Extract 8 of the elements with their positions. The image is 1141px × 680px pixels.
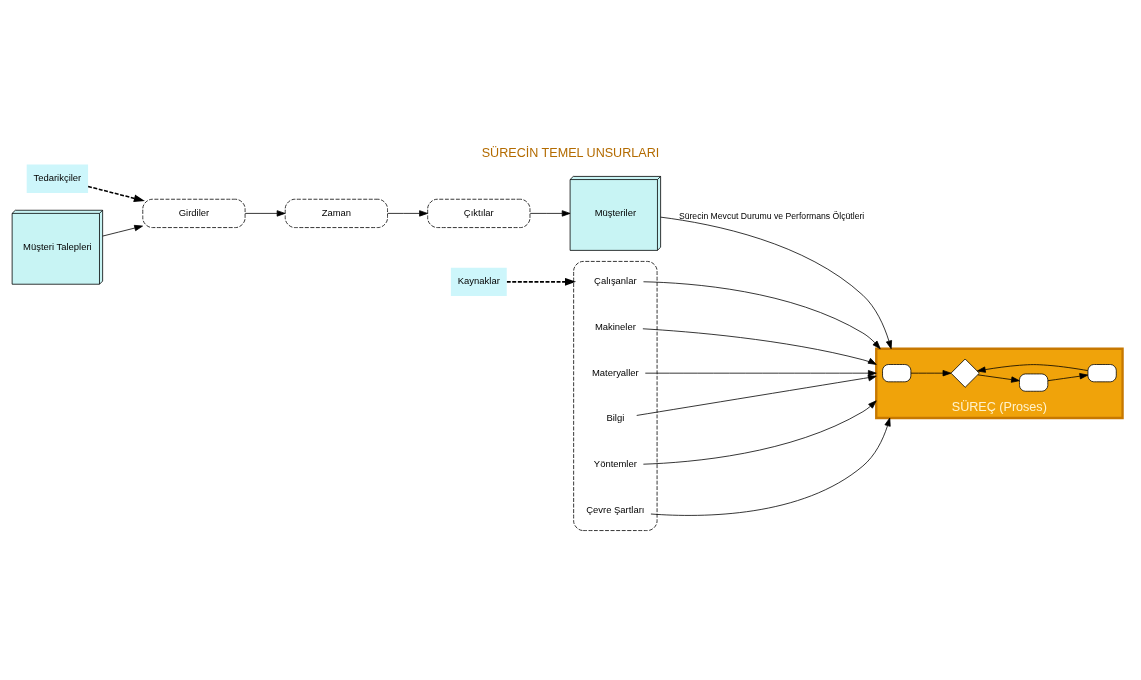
edge-label: Sürecin Mevcut Durumu ve Performans Ölçütleri <box>678 210 865 221</box>
node-text: Çevre Şartları <box>586 503 645 515</box>
node-text: Bilgi <box>606 411 625 423</box>
diagram-title: SÜRECİN TEMEL UNSURLARI <box>481 145 660 160</box>
node-text: Materyaller <box>592 366 639 378</box>
node-text: Çalışanlar <box>594 274 637 286</box>
node-text: Yöntemler <box>593 457 637 469</box>
node-text: Makineler <box>594 320 636 332</box>
